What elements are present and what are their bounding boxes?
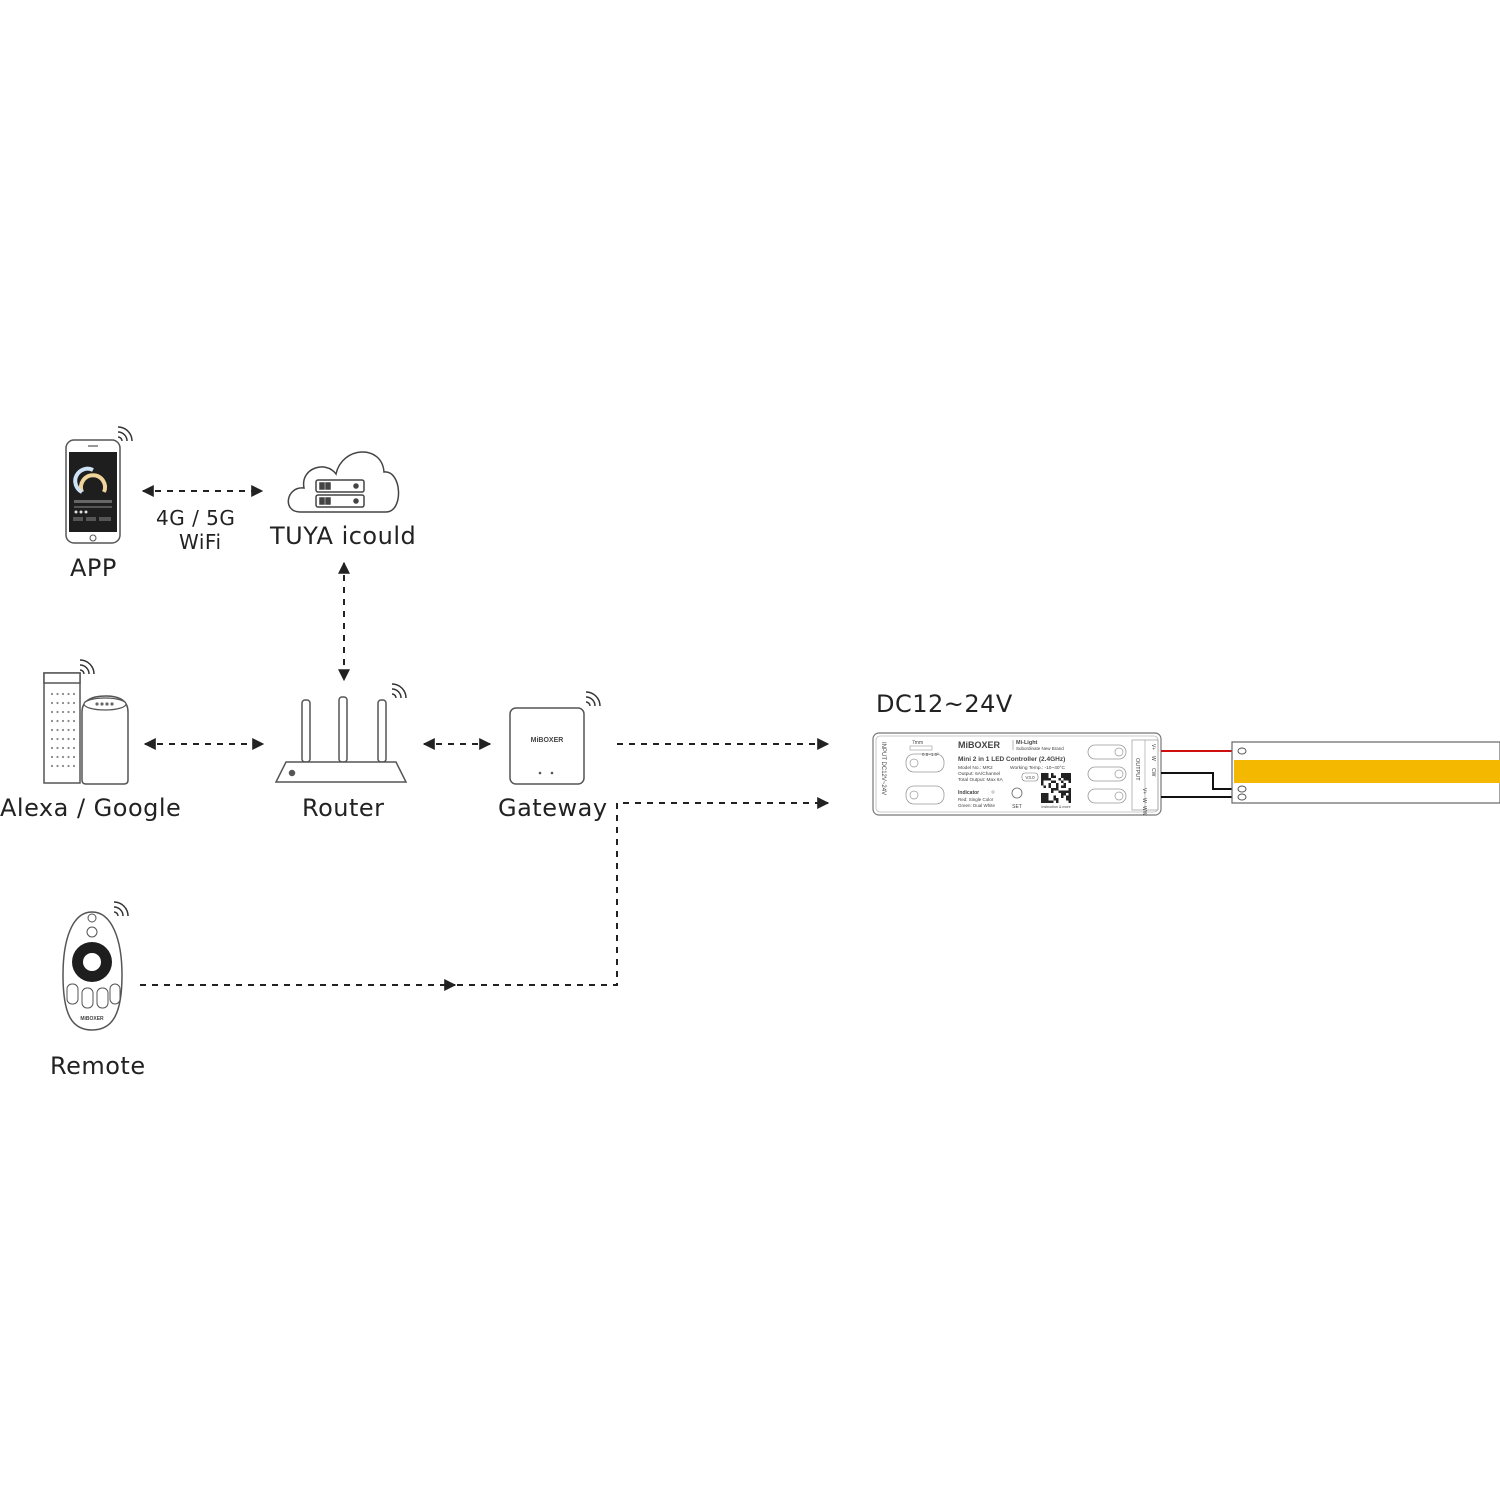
terminal-label: WW (1141, 806, 1147, 816)
terminal-label: CW (1150, 768, 1156, 777)
link-label-line1: 4G / 5G (156, 506, 236, 530)
router-icon (274, 696, 408, 783)
controller-indicator-title: Indicator (958, 790, 979, 796)
controller-input-label: INPUT DC12V~24V (880, 742, 886, 795)
cloud-label: TUYA icould (270, 522, 417, 550)
connectors (140, 485, 830, 991)
wifi-signal-icon (391, 683, 407, 699)
controller-brand: MiBOXER (958, 740, 1001, 750)
remote-controller-connector (457, 797, 830, 986)
controller-working-temp: Working Temp.: -10~40°C (1010, 765, 1065, 771)
controller-version: V3.0 (1025, 775, 1035, 780)
phone-icon (65, 439, 121, 544)
smart-speaker-icon (43, 672, 129, 785)
controller-sub-brand: Mi-Light (1016, 740, 1038, 746)
controller-output: Output: 6A/Channel (958, 771, 1000, 777)
gateway-icon: MiBOXER (509, 707, 585, 785)
controller-strip-label: 7mm (912, 740, 923, 746)
set-button[interactable] (1011, 787, 1023, 799)
remote-icon: MiBOXER (62, 911, 123, 1031)
qr-caption: Instruction & more (1041, 805, 1070, 809)
wifi-signal-icon (585, 691, 601, 707)
app-label: APP (70, 554, 117, 582)
controller-model: Model No.: MR2 (958, 765, 993, 771)
link-label-line2: WiFi (179, 530, 222, 554)
wifi-signal-icon (113, 901, 129, 917)
gateway-brand: MiBOXER (531, 737, 564, 744)
terminal-label: W (1150, 756, 1156, 761)
router-label: Router (302, 794, 385, 822)
controller-output-label: OUTPUT (1134, 758, 1140, 781)
controller-indicator-red: Red: Single Color (958, 797, 994, 802)
set-button-label: SET (1012, 804, 1022, 810)
terminal-label: V+ (1141, 788, 1147, 794)
controller-title: Mini 2 in 1 LED Controller (2.4GHz) (958, 756, 1065, 763)
assistant-label: Alexa / Google (0, 794, 182, 822)
controller-total-output: Total Output: Max 6A (958, 777, 1004, 783)
controller-strip-size: 0.5~1.0² (922, 752, 939, 757)
cloud-icon (287, 451, 400, 513)
terminal-label: V+ (1150, 744, 1156, 750)
black-wire-cw (1161, 772, 1240, 790)
wifi-signal-icon (79, 659, 95, 675)
led-controller: INPUT DC12V~24V 7mm 0.5~1.0² MiBOXER Mi-… (872, 732, 1240, 816)
controller-sub-brand-tag: Subordinate New Brand (1016, 746, 1064, 751)
controller-indicator-green: Green: Dual White (958, 803, 996, 808)
terminal-label: W (1141, 798, 1147, 803)
remote-label: Remote (50, 1052, 146, 1080)
remote-brand: MiBOXER (80, 1016, 104, 1022)
wifi-signal-icon (117, 426, 133, 442)
voltage-label: DC12~24V (876, 690, 1013, 718)
qr-code-icon (1041, 773, 1071, 803)
gateway-label: Gateway (498, 794, 608, 822)
led-strip (1231, 741, 1500, 804)
